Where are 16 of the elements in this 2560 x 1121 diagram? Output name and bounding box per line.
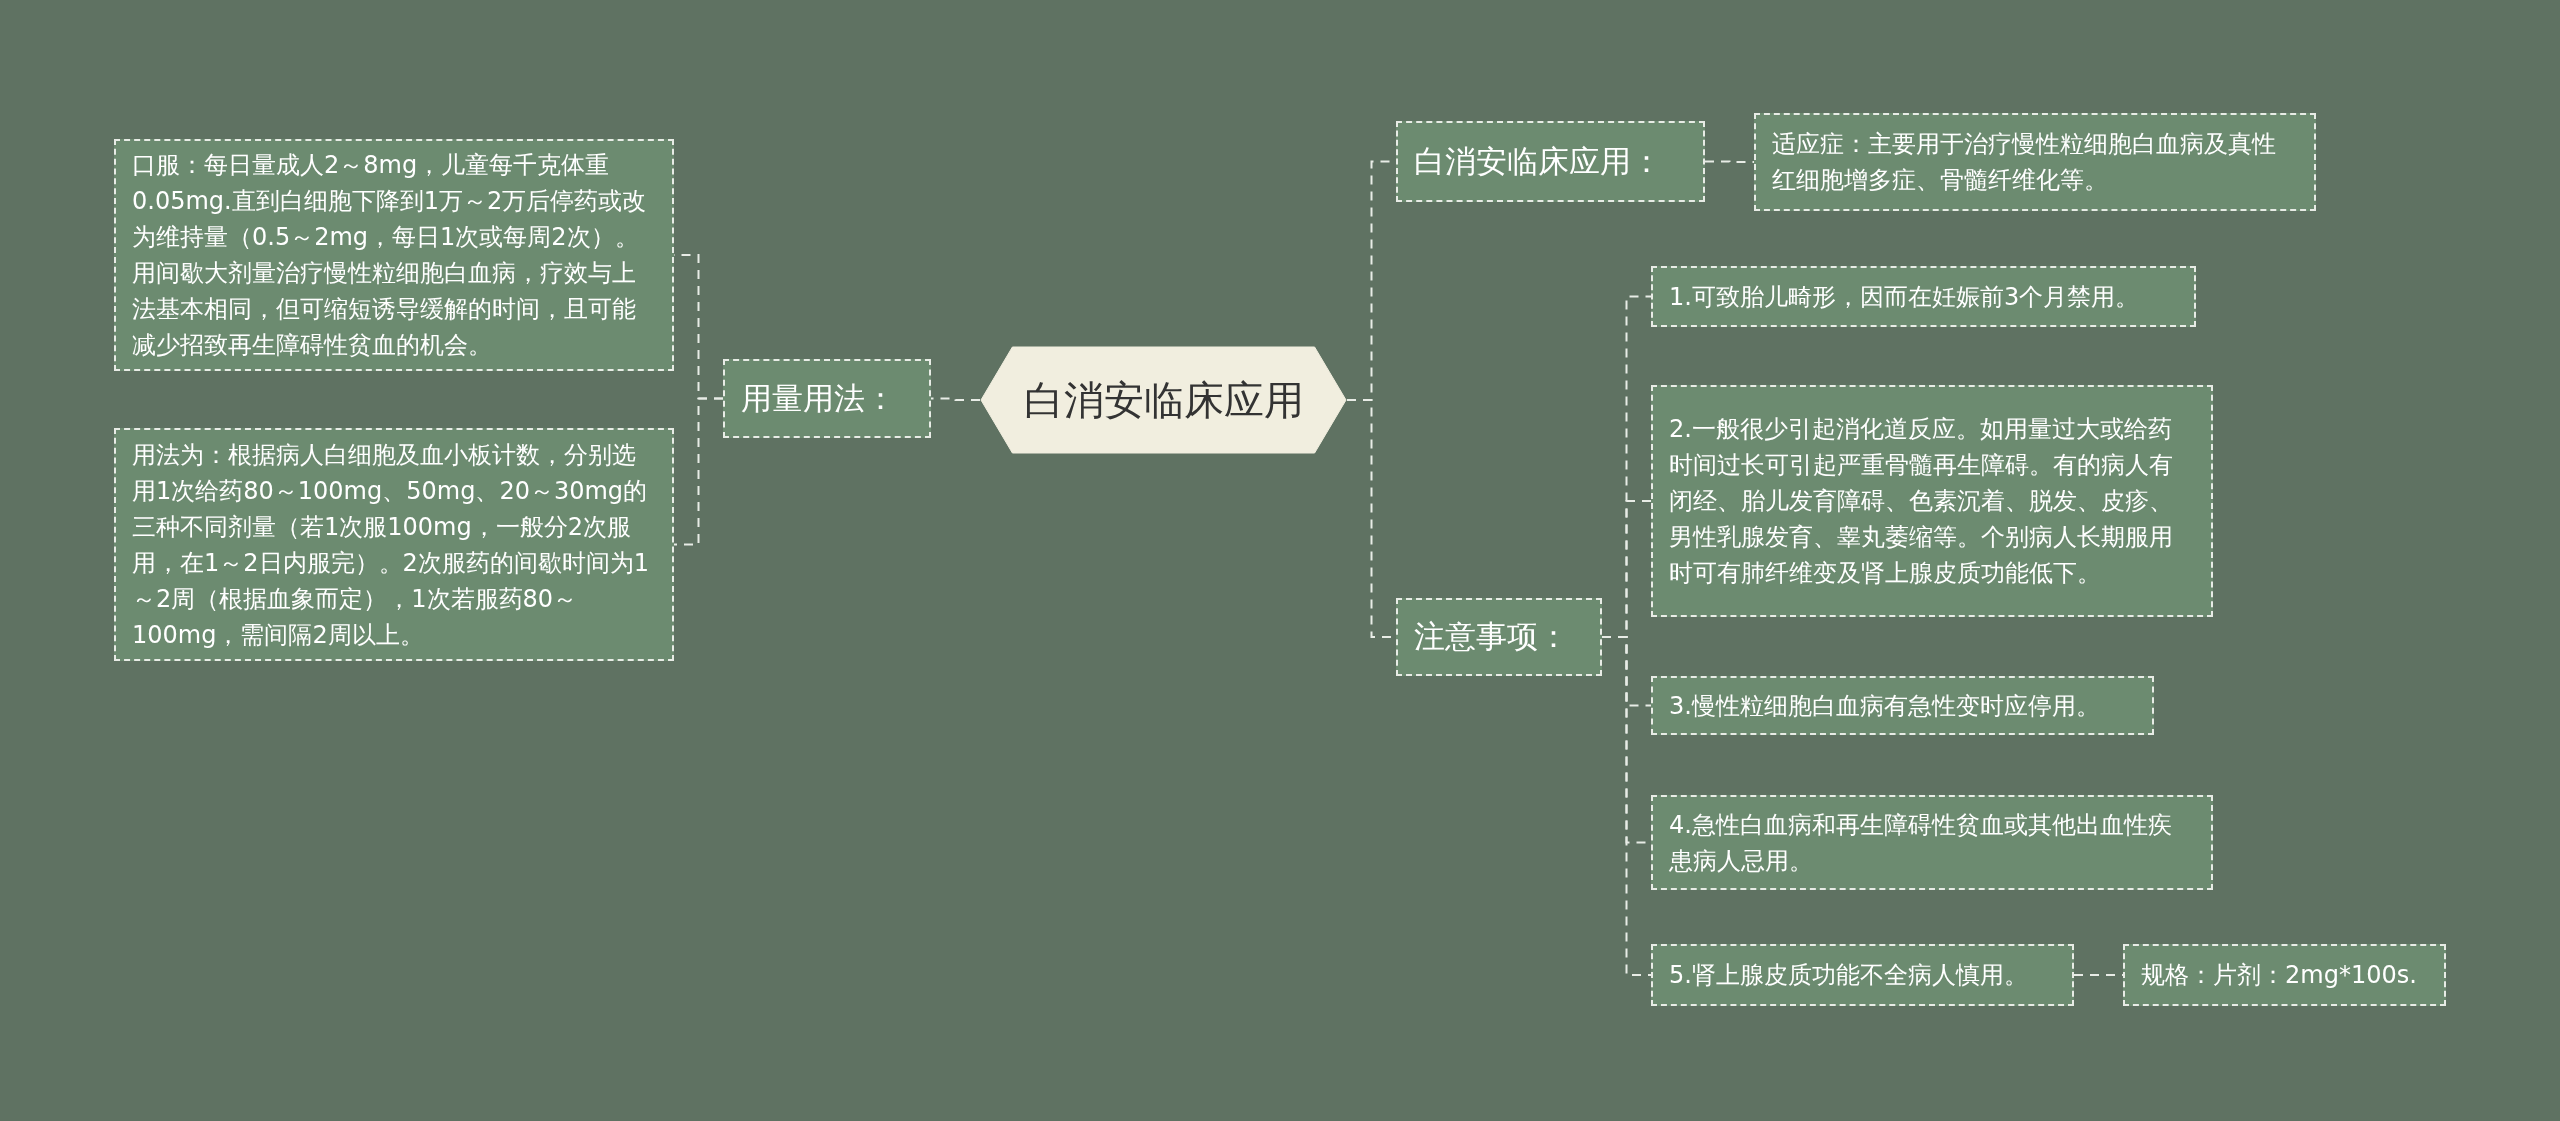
note-box: 适应症：主要用于治疗慢性粒细胞白血病及真性红细胞增多症、骨髓纤维化等。: [1754, 113, 2316, 211]
note-box: 4.急性白血病和再生障碍性贫血或其他出血性疾患病人忌用。: [1651, 795, 2213, 890]
connector-line: [673, 397, 724, 546]
connector-line: [930, 397, 981, 401]
note-box: 用法为：根据病人白细胞及血小板计数，分别选用1次给药80～100mg、50mg、20～30mg的三种不同剂量（若1次服100mg，一般分2次服用，在1～2日内服完）。2次服药的间歇时间为1～2周（根据血象而定），1次若服药80～100mg，需间隔2周以上。: [114, 428, 674, 661]
note-box: 5.肾上腺皮质功能不全病人慎用。: [1651, 944, 2074, 1006]
note-box: 口服：每日量成人2～8mg，儿童每千克体重0.05mg.直到白细胞下降到1万～2万后停药或改为维持量（0.5～2mg，每日1次或每周2次）。用间歇大剂量治疗慢性粒细胞白血病，疗效与上法基本相同，但可缩短诱导缓解的时间，且可能减少招致再生障碍性贫血的机会。: [114, 139, 674, 371]
note-box: 1.可致胎儿畸形，因而在妊娠前3个月禁用。: [1651, 266, 2196, 327]
connector-line: [1704, 160, 1755, 163]
topic-box: 用量用法：: [723, 359, 931, 438]
note-box: 3.慢性粒细胞白血病有急性变时应停用。: [1651, 676, 2154, 735]
central-topic: 白消安临床应用: [980, 346, 1347, 454]
topic-box: 白消安临床应用：: [1396, 121, 1705, 202]
note-box: 2.一般很少引起消化道反应。如用量过大或给药时间过长可引起严重骨髓再生障碍。有的病人有闭经、胎儿发育障碍、色素沉着、脱发、皮疹、男性乳腺发育、睾丸萎缩等。个别病人长期服用时可有肺纤维变及肾上腺皮质功能低下。: [1651, 385, 2213, 617]
note-box: 规格：片剂：2mg*100s.: [2123, 944, 2446, 1006]
topic-box: 注意事项：: [1396, 598, 1602, 676]
